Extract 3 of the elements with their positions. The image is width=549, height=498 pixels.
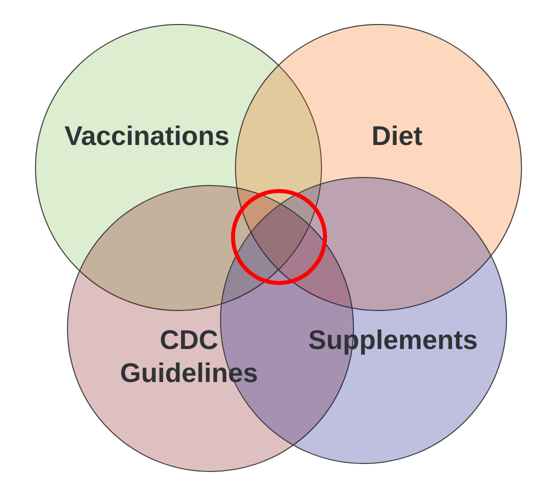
set-label: Diet bbox=[372, 120, 422, 153]
set-label: Vaccinations bbox=[64, 120, 230, 153]
highlight-ring bbox=[231, 188, 327, 284]
